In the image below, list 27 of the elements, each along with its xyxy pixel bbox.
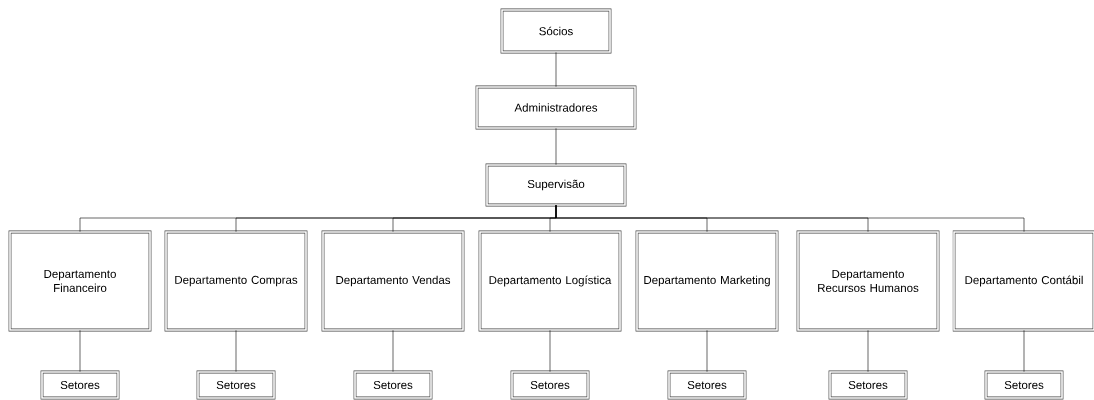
person-box: Supervisão: [485, 163, 627, 207]
connector-line: [392, 330, 394, 372]
connector-line: [706, 330, 708, 372]
department-box: Departamento Contábil: [952, 230, 1094, 332]
department-box: Departamento Recursos Humanos: [796, 230, 940, 332]
connector-line: [555, 52, 557, 87]
sector-box: Setores: [353, 370, 433, 400]
department-box: Departamento Logística: [478, 230, 622, 332]
sector-box: Setores: [667, 370, 747, 400]
sector-box: Setores: [196, 370, 276, 400]
connector-line: [555, 128, 557, 165]
connector-line: [549, 330, 551, 372]
department-box: Departamento Marketing: [635, 230, 779, 332]
sector-box: Setores: [510, 370, 590, 400]
person-box: Administradores: [475, 85, 637, 130]
connector-line: [235, 330, 237, 372]
connector-line: [1023, 330, 1025, 372]
connector-line: [867, 330, 869, 372]
sector-box: Setores: [984, 370, 1064, 400]
sector-box: Setores: [828, 370, 908, 400]
sector-box: Setores: [40, 370, 120, 400]
department-box: Departamento Vendas: [321, 230, 465, 332]
department-box: Departamento Financeiro: [8, 230, 152, 332]
connector-line: [555, 205, 1025, 232]
connector-line: [79, 330, 81, 372]
department-box: Departamento Compras: [164, 230, 308, 332]
person-box: Sócios: [500, 8, 612, 54]
